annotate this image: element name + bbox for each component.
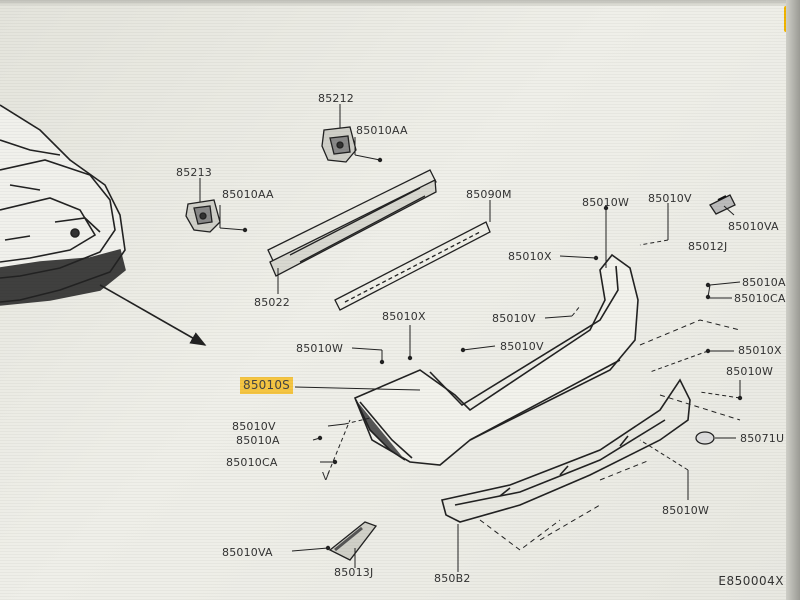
label-85010A-left: 85010A (236, 434, 280, 447)
label-85010X-center: 85010X (382, 310, 426, 323)
label-85010CA-right: 85010CA (734, 292, 786, 305)
monitor-bezel-right (786, 0, 800, 600)
label-85010A-right: 85010A (742, 276, 786, 289)
label-850B2: 850B2 (434, 572, 471, 585)
fastener-dots (242, 157, 743, 551)
label-85010S-highlighted: 85010S (240, 377, 293, 394)
label-85013J: 85013J (334, 566, 374, 579)
label-85212: 85212 (318, 92, 354, 105)
mark-v: V (322, 470, 330, 483)
label-85010V-center: 85010V (500, 340, 544, 353)
label-85010W-left: 85010W (296, 342, 344, 355)
monitor-bezel-top (0, 0, 800, 6)
clip-85012J (709, 194, 736, 215)
label-85010VA-right: 85010VA (728, 220, 779, 233)
label-85010AA-top: 85010AA (356, 124, 408, 137)
label-85022: 85022 (254, 296, 290, 309)
label-85010W-top: 85010W (582, 196, 630, 209)
leader-lines (199, 104, 741, 572)
label-85010VA-bottom: 85010VA (222, 546, 273, 559)
label-85010W-right: 85010W (726, 365, 774, 378)
label-85010X-right: 85010X (738, 344, 782, 357)
bracket-85013J (328, 521, 378, 561)
plug-85071U (695, 431, 715, 445)
label-85010CA-left: 85010CA (226, 456, 278, 469)
label-85012J: 85012J (688, 240, 728, 253)
label-85071U: 85071U (740, 432, 785, 445)
label-85090M: 85090M (466, 188, 512, 201)
reinforcement-beam-85022 (267, 169, 437, 277)
absorber-strip-85090M (334, 221, 491, 311)
lower-lip-850B2 (441, 378, 691, 523)
label-85010AA-left: 85010AA (222, 188, 274, 201)
bracket-85213 (185, 199, 221, 233)
bumper-fascia-85010S (353, 253, 639, 466)
label-85010V-mid: 85010V (492, 312, 536, 325)
label-85213: 85213 (176, 166, 212, 179)
label-85010V-left: 85010V (232, 420, 276, 433)
label-85010W-bottom: 85010W (662, 504, 710, 517)
bracket-85212 (321, 126, 357, 163)
label-85010X-mid: 85010X (508, 250, 552, 263)
view-arrow (99, 284, 207, 346)
label-85010V-top: 85010V (648, 192, 692, 205)
vehicle-rear-sketch (0, 104, 126, 306)
diagram-code: E850004X (718, 574, 784, 588)
